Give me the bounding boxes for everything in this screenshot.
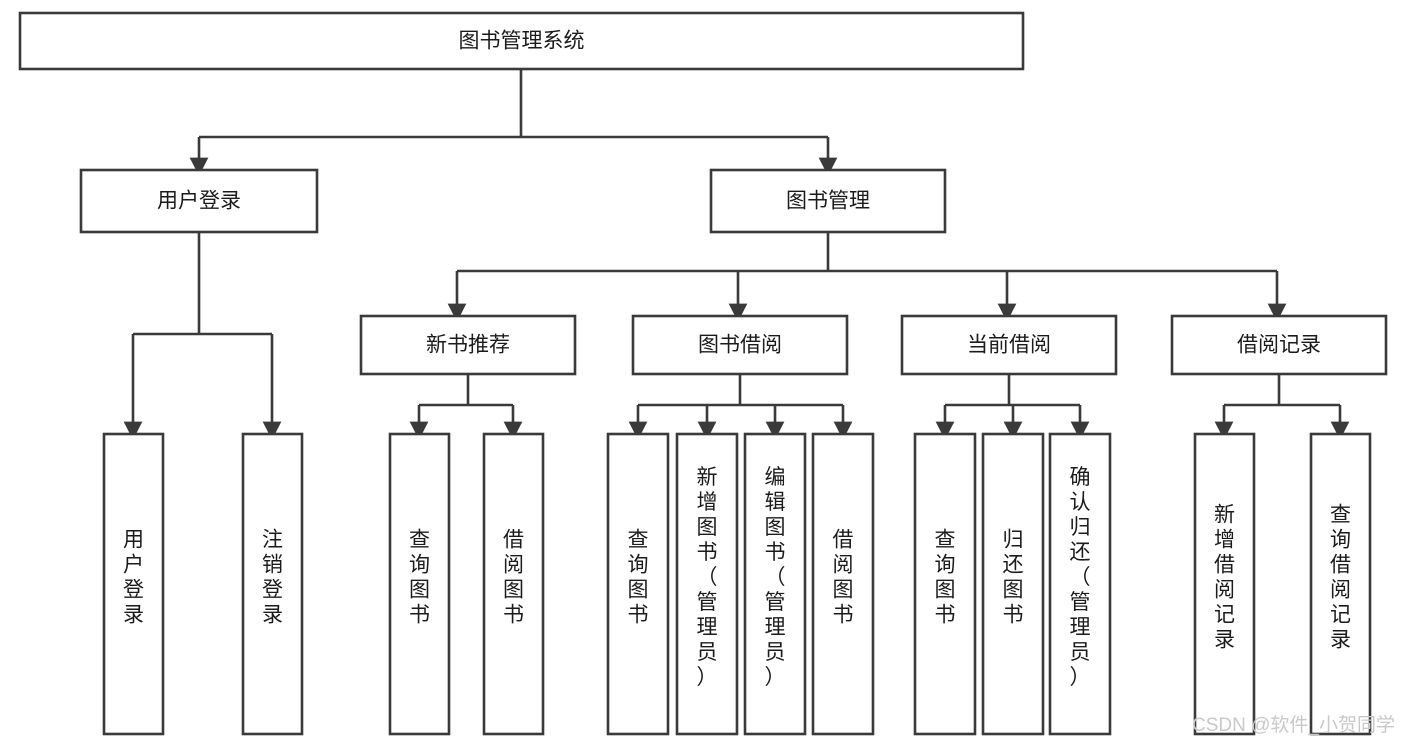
node-label-new-book-recommend: 新书推荐 bbox=[426, 334, 510, 357]
node-leaf-query-book-borrow[interactable]: 查询图书 bbox=[606, 432, 670, 736]
node-leaf-edit-book-admin[interactable]: 编辑图书（管理员） bbox=[743, 432, 807, 736]
node-leaf-user-logout[interactable]: 注销登录 bbox=[241, 432, 304, 736]
node-label-leaf-borrow-book-recommend: 借阅图书 bbox=[503, 529, 524, 627]
node-label-leaf-add-borrow-record: 新增借阅记录 bbox=[1214, 504, 1235, 652]
node-label-leaf-user-logout: 注销登录 bbox=[262, 529, 283, 627]
node-book-borrow[interactable]: 图书借阅 bbox=[631, 314, 849, 376]
node-box-user-login[interactable] bbox=[79, 168, 319, 234]
node-label-user-login: 用户登录 bbox=[157, 190, 241, 213]
node-layer: 图书管理系统用户登录图书管理新书推荐图书借阅当前借阅借阅记录用户登录注销登录查询… bbox=[18, 11, 1388, 736]
node-box-book-borrow[interactable] bbox=[631, 314, 849, 376]
node-book-manage[interactable]: 图书管理 bbox=[709, 168, 947, 234]
node-leaf-confirm-return-admin[interactable]: 确认归还（管理员） bbox=[1048, 432, 1112, 736]
node-leaf-user-login[interactable]: 用户登录 bbox=[102, 432, 165, 736]
node-label-borrow-record: 借阅记录 bbox=[1237, 334, 1321, 357]
csdn-watermark: CSDN @软件_小贺同学 bbox=[1192, 714, 1395, 736]
node-label-leaf-user-login: 用户登录 bbox=[123, 529, 144, 627]
node-label-leaf-return-book: 归还图书 bbox=[1003, 529, 1024, 627]
connector-layer bbox=[123, 69, 1350, 440]
node-label-leaf-confirm-return-admin: 确认归还（管理员） bbox=[1070, 466, 1091, 689]
node-label-book-borrow: 图书借阅 bbox=[698, 334, 782, 357]
node-label-root: 图书管理系统 bbox=[459, 30, 585, 53]
node-label-leaf-query-book-borrow: 查询图书 bbox=[628, 529, 649, 627]
node-user-login[interactable]: 用户登录 bbox=[79, 168, 319, 234]
node-box-leaf-user-logout[interactable] bbox=[241, 432, 304, 736]
node-leaf-query-book-recommend[interactable]: 查询图书 bbox=[388, 432, 451, 736]
node-borrow-record[interactable]: 借阅记录 bbox=[1170, 314, 1388, 376]
node-box-leaf-add-book-admin[interactable] bbox=[675, 432, 739, 736]
node-box-leaf-query-book-borrow[interactable] bbox=[606, 432, 670, 736]
node-box-leaf-user-login[interactable] bbox=[102, 432, 165, 736]
node-box-leaf-borrow-book-recommend[interactable] bbox=[482, 432, 545, 736]
node-box-new-book-recommend[interactable] bbox=[359, 314, 577, 376]
node-box-leaf-query-book-recommend[interactable] bbox=[388, 432, 451, 736]
node-label-leaf-query-book-recommend: 查询图书 bbox=[409, 529, 430, 627]
node-current-borrow[interactable]: 当前借阅 bbox=[900, 314, 1118, 376]
node-label-current-borrow: 当前借阅 bbox=[967, 334, 1051, 357]
node-box-leaf-return-book[interactable] bbox=[981, 432, 1045, 736]
node-label-leaf-query-borrow-record: 查询借阅记录 bbox=[1330, 504, 1351, 652]
node-label-leaf-edit-book-admin: 编辑图书（管理员） bbox=[765, 466, 786, 689]
node-box-root[interactable] bbox=[18, 11, 1025, 71]
node-leaf-borrow-book-recommend[interactable]: 借阅图书 bbox=[482, 432, 545, 736]
node-label-leaf-query-book-current: 查询图书 bbox=[935, 529, 956, 627]
node-box-borrow-record[interactable] bbox=[1170, 314, 1388, 376]
node-label-leaf-add-book-admin: 新增图书（管理员） bbox=[697, 466, 718, 689]
node-leaf-borrow-book[interactable]: 借阅图书 bbox=[811, 432, 875, 736]
node-box-leaf-add-borrow-record[interactable] bbox=[1193, 432, 1256, 736]
node-box-leaf-confirm-return-admin[interactable] bbox=[1048, 432, 1112, 736]
node-label-leaf-borrow-book: 借阅图书 bbox=[833, 529, 854, 627]
node-root[interactable]: 图书管理系统 bbox=[18, 11, 1025, 71]
node-label-book-manage: 图书管理 bbox=[786, 190, 870, 213]
node-leaf-add-borrow-record[interactable]: 新增借阅记录 bbox=[1193, 432, 1256, 736]
node-leaf-query-borrow-record[interactable]: 查询借阅记录 bbox=[1309, 432, 1372, 736]
node-box-leaf-query-borrow-record[interactable] bbox=[1309, 432, 1372, 736]
node-box-leaf-edit-book-admin[interactable] bbox=[743, 432, 807, 736]
node-box-book-manage[interactable] bbox=[709, 168, 947, 234]
node-leaf-return-book[interactable]: 归还图书 bbox=[981, 432, 1045, 736]
node-box-current-borrow[interactable] bbox=[900, 314, 1118, 376]
node-box-leaf-query-book-current[interactable] bbox=[913, 432, 977, 736]
node-box-leaf-borrow-book[interactable] bbox=[811, 432, 875, 736]
node-new-book-recommend[interactable]: 新书推荐 bbox=[359, 314, 577, 376]
node-leaf-query-book-current[interactable]: 查询图书 bbox=[913, 432, 977, 736]
node-leaf-add-book-admin[interactable]: 新增图书（管理员） bbox=[675, 432, 739, 736]
